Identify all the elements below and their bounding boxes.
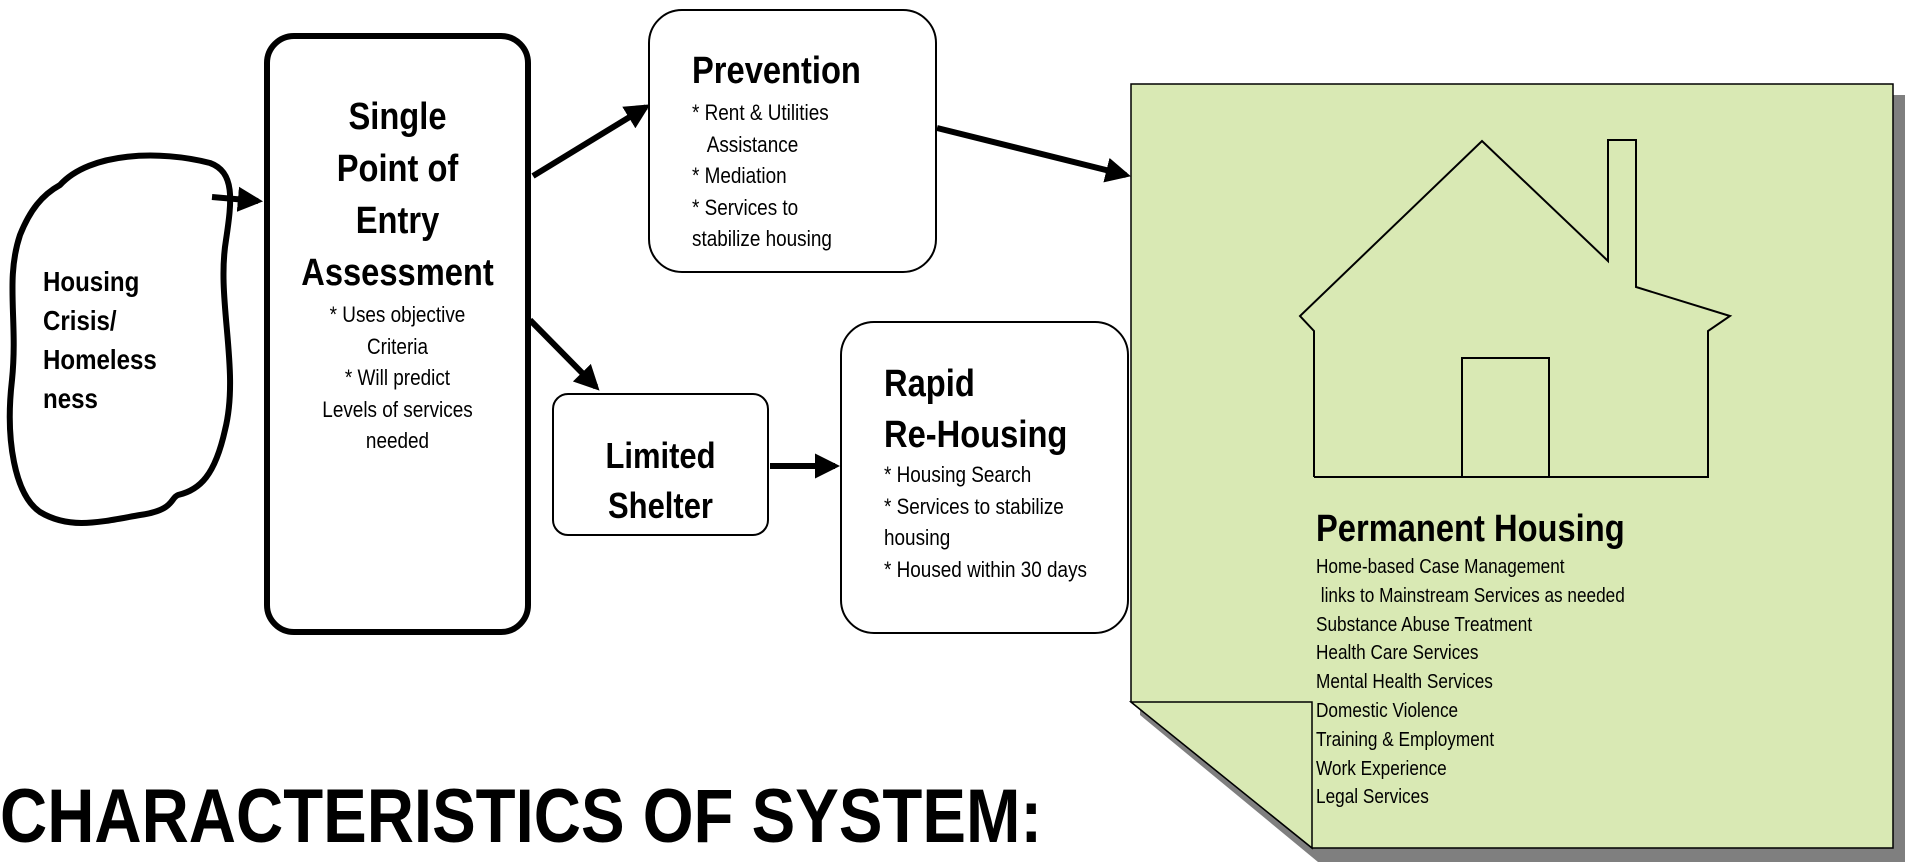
rapid-bullet: housing	[884, 525, 951, 550]
rapid-rehousing-box: Rapid Re-Housing * Housing Search * Serv…	[840, 321, 1129, 634]
service-item: Home-based Case Management	[1316, 556, 1565, 578]
crisis-line: Homeless	[43, 344, 157, 375]
arrow-entry-to-shelter	[527, 317, 600, 391]
characteristics-heading: CHARACTERISTICS OF SYSTEM:	[0, 774, 1043, 859]
housing-crisis-blob	[6, 152, 234, 526]
arrow-crisis-to-entry	[211, 186, 264, 212]
prevention-bullets: * Rent & Utilities Assistance * Mediatio…	[692, 97, 855, 255]
arrow-prevention-to-permanent	[936, 125, 1131, 183]
rapid-rehousing-bullets: * Housing Search * Services to stabilize…	[884, 459, 1120, 585]
entry-bullet: * Will predict	[344, 365, 451, 390]
crisis-line: Crisis/	[43, 305, 117, 336]
entry-bullet: * Uses objective	[329, 302, 466, 327]
entry-assessment-box: Single Point of Entry Assessment * Uses …	[264, 33, 531, 635]
prevention-bullet: Assistance	[692, 131, 799, 157]
house-outline	[1298, 139, 1733, 478]
permanent-housing-services: Home-based Case Management links to Main…	[1316, 553, 1675, 812]
entry-title-line: Entry	[355, 200, 440, 242]
prevention-bullet: * Services to	[692, 194, 799, 220]
limited-shelter-box: Limited Shelter	[552, 393, 769, 536]
limited-shelter-title: Limited Shelter	[569, 431, 752, 531]
prevention-bullet: stabilize housing	[692, 226, 832, 251]
crisis-line: Housing	[43, 266, 140, 297]
shelter-title-line: Limited	[605, 435, 716, 476]
house-door	[1461, 357, 1550, 478]
service-item: Health Care Services	[1316, 642, 1479, 665]
entry-assessment-bullets: * Uses objective Criteria * Will predict…	[270, 299, 525, 457]
crisis-line: ness	[43, 383, 98, 414]
service-item: links to Mainstream Services as needed	[1316, 584, 1625, 607]
rapid-bullet: * Housing Search	[884, 462, 1032, 487]
service-item: Domestic Violence	[1316, 699, 1459, 722]
permanent-housing-title: Permanent Housing	[1316, 508, 1625, 550]
service-item: Substance Abuse Treatment	[1316, 613, 1533, 636]
rapid-bullet: * Services to stabilize	[884, 493, 1064, 519]
entry-bullet: Criteria	[367, 333, 428, 359]
service-item: Training & Employment	[1316, 728, 1495, 751]
note-folded-corner	[1128, 701, 1313, 850]
shelter-title-line: Shelter	[608, 485, 713, 526]
rapid-title-line: Rapid	[884, 363, 975, 405]
prevention-bullet: * Rent & Utilities	[692, 100, 829, 125]
prevention-title: Prevention	[692, 50, 861, 92]
prevention-box: Prevention * Rent & Utilities Assistance…	[648, 9, 937, 273]
note-body	[1130, 83, 1894, 849]
rapid-title-line: Re-Housing	[884, 414, 1068, 456]
rapid-bullet: * Housed within 30 days	[884, 556, 1087, 582]
entry-title-line: Assessment	[301, 252, 494, 294]
house-icon	[1298, 139, 1733, 478]
arrow-entry-to-prevention	[531, 104, 651, 179]
entry-assessment-title: Single Point of Entry Assessment	[288, 91, 507, 299]
service-item: Work Experience	[1316, 757, 1447, 780]
entry-title-line: Point of	[336, 148, 459, 190]
entry-bullet: Levels of services	[322, 396, 473, 422]
prevention-bullet: * Mediation	[692, 163, 787, 188]
entry-bullet: needed	[365, 428, 430, 453]
service-item: Legal Services	[1316, 786, 1429, 809]
service-item: Mental Health Services	[1316, 671, 1493, 694]
housing-crisis-label: Housing Crisis/ Homeless ness	[43, 262, 198, 418]
entry-title-line: Single	[348, 96, 447, 138]
rapid-rehousing-title: Rapid Re-Housing	[884, 359, 1067, 461]
